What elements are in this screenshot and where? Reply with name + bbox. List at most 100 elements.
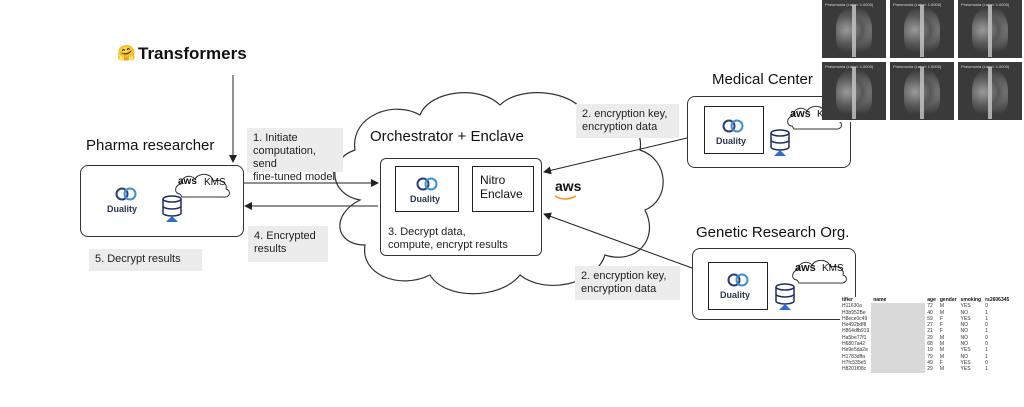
table-header-cell: age xyxy=(927,297,936,303)
duality-logo-icon xyxy=(416,177,438,191)
aws-kms-cloud-icon xyxy=(792,259,848,284)
xray-image: Pneumonia (Label: 1.0000) xyxy=(958,62,1022,120)
table-cell: H1783dffa xyxy=(842,353,865,360)
table-cell: 21 xyxy=(927,328,933,335)
table-cell: He9e5da2e xyxy=(842,347,868,354)
table-cell: 29 xyxy=(927,366,933,373)
table-cell: NO xyxy=(960,341,969,348)
table-cell xyxy=(871,328,926,335)
table-cell: 29 xyxy=(927,334,933,341)
table-cell: F xyxy=(939,322,943,329)
table-cell: F xyxy=(939,328,943,335)
table-cell xyxy=(871,315,926,323)
aws-smile-icon xyxy=(554,195,577,200)
table-cell: 1 xyxy=(985,315,988,322)
table-cell: 0 xyxy=(985,359,988,366)
table-header-cell: rs2606345 xyxy=(985,297,1010,303)
note-step1: 1. Initiate computation, send fine-tuned… xyxy=(247,128,343,183)
database-icon xyxy=(162,195,182,222)
note-step3: 3. Decrypt data, compute, encrypt result… xyxy=(388,226,508,251)
xray-image: Pneumonia (Label: 1.0000) xyxy=(822,0,886,58)
genetic-kms-text: KMS xyxy=(822,263,844,274)
note-step5: 5. Decrypt results xyxy=(89,249,202,271)
table-cell: 27 xyxy=(927,322,933,329)
table-cell: H8ece0c49 xyxy=(842,315,868,322)
aws-kms-cloud-icon xyxy=(787,105,843,130)
table-cell xyxy=(871,347,926,354)
database-icon xyxy=(770,129,790,156)
table-cell: F xyxy=(939,315,943,322)
database-icon xyxy=(775,283,795,310)
table-cell: 79 xyxy=(927,353,933,360)
table-row: H864dfb919 21 F NO 1 xyxy=(840,328,1011,335)
table-cell: NO xyxy=(960,353,969,360)
table-cell: 1 xyxy=(985,328,988,335)
table-header-cell: gender xyxy=(939,297,957,303)
medical-title: Medical Center xyxy=(712,71,813,88)
table-row: H8201f08c 29 M YES 1 xyxy=(840,366,1011,373)
xray-image: Pneumonia (Label: 1.0000) xyxy=(890,62,954,120)
table-cell: M xyxy=(939,309,945,316)
arrow-genetic xyxy=(543,212,693,269)
orchestrator-aws-text: aws xyxy=(555,178,582,194)
table-cell: M xyxy=(939,366,945,373)
table-cell: F xyxy=(939,359,943,366)
orchestrator-duality-text: Duality xyxy=(410,194,441,204)
note-step4: 4. Encrypted results xyxy=(248,226,328,262)
note-step2-genetic: 2. encryption key, encryption data xyxy=(575,266,680,300)
table-cell: 1 xyxy=(985,309,988,316)
genetic-title: Genetic Research Org. xyxy=(696,224,850,241)
table-cell: NO xyxy=(960,328,969,335)
table-cell: H6807a42 xyxy=(842,341,866,348)
table-cell: H7fc535e5 xyxy=(842,359,867,366)
table-cell: Ha5be77f1 xyxy=(842,334,867,341)
table-cell: NO xyxy=(960,309,969,316)
duality-logo-icon xyxy=(727,273,749,287)
table-cell xyxy=(871,353,926,360)
xray-grid: Pneumonia (Label: 1.0000) Pneumonia (Lab… xyxy=(822,0,1024,122)
table-cell: YES xyxy=(960,347,971,354)
table-cell: 49 xyxy=(927,359,933,366)
table-cell: 0 xyxy=(985,303,988,310)
table-cell: 1 xyxy=(985,353,988,360)
table-header-cell: name xyxy=(873,297,887,303)
nitro-enclave-box xyxy=(472,166,534,212)
table-cell: YES xyxy=(960,366,971,373)
genetic-duality-text: Duality xyxy=(720,290,751,300)
table-header-cell: smoking xyxy=(960,297,982,303)
table-cell: H8201f08c xyxy=(842,366,867,373)
table-cell: H864dfb919 xyxy=(842,328,870,335)
genetic-duality-square xyxy=(708,262,768,310)
pharma-aws-text: aws xyxy=(178,176,197,187)
table-cell xyxy=(871,334,926,342)
table-cell: 59 xyxy=(927,315,933,322)
transformers-label: Transformers xyxy=(138,44,247,63)
duality-logo-icon xyxy=(722,119,744,133)
table-cell: YES xyxy=(960,303,971,310)
xray-image: Pneumonia (Label: 1.0000) xyxy=(890,0,954,58)
table-cell: 40 xyxy=(927,309,933,316)
table-cell: He492bdf8 xyxy=(842,322,867,329)
table-cell: 19 xyxy=(927,347,933,354)
table-cell: 1 xyxy=(985,366,988,373)
table-cell: 0 xyxy=(985,322,988,329)
table-cell xyxy=(871,309,926,316)
pharma-duality-text: Duality xyxy=(107,204,138,214)
table-cell: H11630a xyxy=(842,303,862,310)
pharma-box xyxy=(80,165,244,237)
medical-duality-text: Duality xyxy=(716,136,747,146)
table-cell xyxy=(871,359,926,367)
duality-logo-icon xyxy=(115,187,137,201)
table-cell: M xyxy=(939,303,945,310)
